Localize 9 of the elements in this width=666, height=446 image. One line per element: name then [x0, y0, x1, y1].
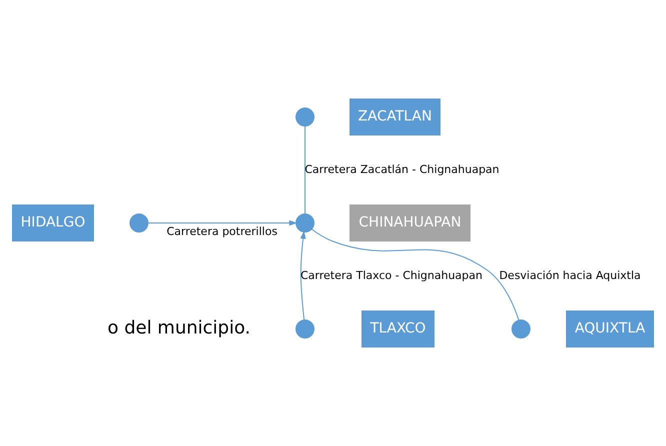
node-label: HIDALGO	[20, 214, 86, 231]
edge-label: Desviación hacia Aquixtla	[499, 268, 641, 282]
node-label: ZACATLAN	[358, 108, 432, 125]
node-label: AQUIXTLA	[574, 320, 646, 337]
edge-label: Carretera Tlaxco - Chignahuapan	[300, 268, 482, 282]
node-label: TLAXCO	[370, 320, 426, 337]
edge-label: Carretera potrerillos	[166, 224, 278, 238]
node-label: CHINAHUAPAN	[358, 214, 462, 231]
label: o del municipio.	[107, 317, 251, 338]
